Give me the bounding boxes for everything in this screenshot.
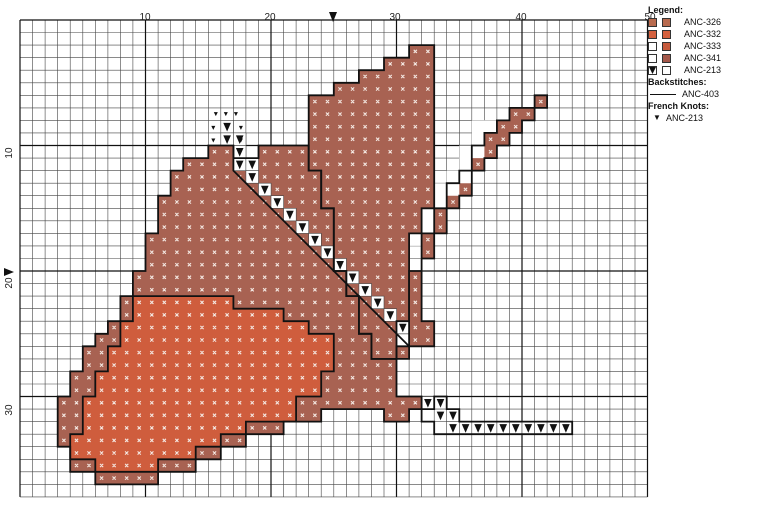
legend-color-swatch	[662, 66, 671, 75]
legend-item-label: ANC-333	[684, 40, 721, 52]
legend-symbol-swatch	[648, 54, 657, 63]
legend-item: ANC-332	[648, 28, 768, 40]
legend-item: ANC-333	[648, 40, 768, 52]
y-tick-10: 10	[4, 147, 15, 159]
backstitches-title: Backstitches:	[648, 76, 768, 88]
y-tick-20: 20	[4, 277, 15, 289]
legend-item: ANC-341	[648, 52, 768, 64]
y-tick-30: 30	[4, 404, 15, 416]
legend-item-label: ANC-213	[684, 64, 721, 76]
french-knot-label: ANC-213	[666, 112, 703, 124]
french-knots-title: French Knots:	[648, 100, 768, 112]
legend-item-label: ANC-332	[684, 28, 721, 40]
backstitch-label: ANC-403	[682, 88, 719, 100]
legend-color-swatch	[662, 30, 671, 39]
x-tick-20: 20	[264, 12, 276, 23]
x-tick-10: 10	[139, 12, 151, 23]
legend-symbol-swatch	[648, 30, 657, 39]
legend: Legend: ANC-326 ANC-332 ANC-333 ANC-341 …	[648, 4, 768, 124]
center-marker-left-icon	[4, 268, 14, 276]
triangle-symbol-icon	[648, 66, 657, 75]
legend-symbol-swatch	[648, 42, 657, 51]
legend-item-label: ANC-341	[684, 52, 721, 64]
x-tick-40: 40	[515, 12, 527, 23]
legend-color-swatch	[662, 42, 671, 51]
x-tick-30: 30	[389, 12, 401, 23]
legend-title: Legend:	[648, 4, 768, 16]
legend-color-swatch	[662, 18, 671, 27]
legend-item-label: ANC-326	[684, 16, 721, 28]
backstitch-line-icon	[650, 94, 676, 95]
legend-color-swatch	[662, 54, 671, 63]
legend-symbol-swatch	[648, 18, 657, 27]
backstitch-item: ANC-403	[648, 88, 768, 100]
french-knot-item: ▼ ANC-213	[648, 112, 768, 124]
legend-item: ANC-326	[648, 16, 768, 28]
french-knot-icon: ▼	[650, 112, 664, 124]
legend-item: ANC-213	[648, 64, 768, 76]
